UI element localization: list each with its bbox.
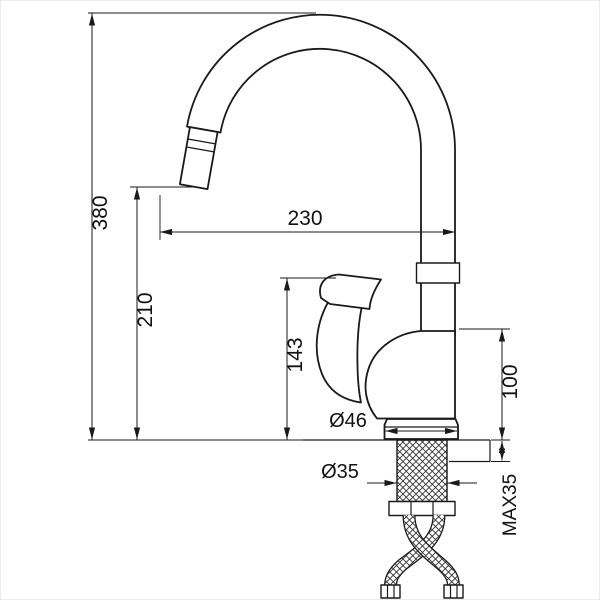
- dim-body-height-label: 143: [284, 337, 307, 372]
- supply-hose-left: [384, 514, 446, 587]
- spout-and-riser: [186, 13, 456, 337]
- dim-max-deck-thickness-label: MAX35: [500, 474, 521, 536]
- hose-fitting-left: [380, 584, 401, 599]
- threaded-shank: [396, 439, 448, 503]
- countertop-underside: [449, 440, 491, 463]
- dimension-annotations: 380 210 230 143 100 Ø46 Ø35 MAX35: [88, 12, 522, 536]
- mounting-nut: [388, 500, 456, 517]
- riser-collar: [415, 262, 461, 284]
- dim-base-diameter-label: Ø46: [329, 410, 367, 432]
- dim-spout-reach-label: 230: [287, 207, 322, 230]
- handle-lever: [315, 298, 363, 404]
- mounting-nut-facets: [410, 501, 434, 516]
- aerator-tip: [178, 126, 219, 191]
- hose-fitting-right: [443, 584, 464, 599]
- faucet-outline: [178, 13, 491, 599]
- dim-rear-height-label: 100: [499, 364, 522, 399]
- handle-pivot-cap: [319, 273, 382, 310]
- supply-hose-right: [402, 514, 460, 587]
- dim-shank-diameter-label: Ø35: [321, 461, 359, 483]
- dim-overall-height-label: 380: [89, 195, 112, 230]
- aerator-ring-lines: [186, 138, 216, 153]
- dim-spout-outlet-height-label: 210: [134, 292, 157, 327]
- mixer-body: [364, 330, 456, 420]
- base-flange: [383, 418, 459, 440]
